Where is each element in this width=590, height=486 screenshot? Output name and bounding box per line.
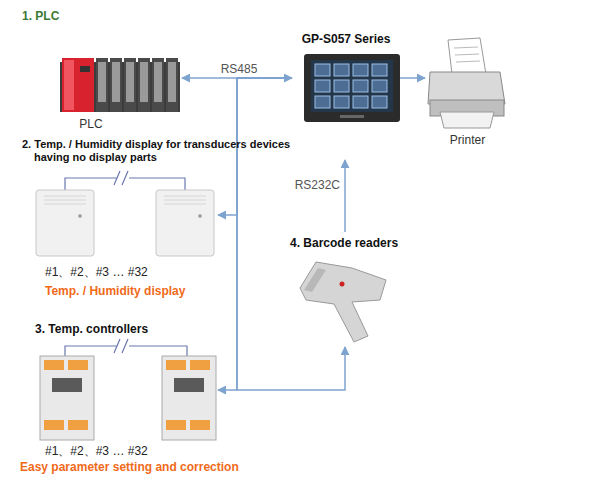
touch-panel-illustration	[353, 80, 368, 92]
barcode-scanner-illustration	[304, 268, 326, 292]
transducer-illustration	[164, 196, 206, 204]
node-text: Easy parameter setting and correction	[20, 460, 310, 474]
plc-illustration	[154, 62, 162, 102]
touch-panel-illustration	[334, 96, 349, 108]
touch-panel-illustration	[340, 115, 364, 118]
connector-arrow	[344, 160, 346, 232]
printer-illustration	[428, 72, 505, 104]
touch-panel-illustration	[304, 54, 400, 122]
node-text: Temp. / Humidity display	[45, 284, 265, 298]
device-node: GP-S057 Series	[292, 30, 400, 160]
touch-panel-illustration	[334, 80, 349, 92]
protocol-label: RS232C	[270, 178, 340, 192]
barcode-scanner-illustration	[300, 262, 386, 342]
plc-illustration	[124, 58, 136, 112]
plc-illustration	[60, 58, 180, 112]
touch-panel-illustration	[372, 96, 387, 108]
plc-illustration	[112, 62, 120, 102]
node-heading: GP-S057 Series	[286, 32, 406, 46]
printer-illustration	[440, 112, 494, 128]
touch-panel-illustration	[372, 80, 387, 92]
connector-arrow	[237, 78, 345, 390]
controller-illustration	[68, 360, 88, 370]
connector-arrow	[400, 77, 425, 79]
plc-illustration	[138, 58, 150, 112]
plc-illustration	[140, 62, 148, 102]
touch-panel-illustration	[311, 60, 393, 112]
printer-illustration	[428, 38, 505, 128]
controller-illustration	[166, 420, 186, 430]
transducer-illustration	[156, 190, 214, 256]
plc-illustration	[98, 62, 106, 102]
touch-panel-illustration	[334, 64, 349, 76]
transducer-illustration	[78, 214, 82, 218]
controller-illustration	[162, 356, 216, 440]
controller-illustration	[44, 360, 64, 370]
transducer-illustration	[65, 178, 185, 190]
controller-illustration	[174, 378, 204, 392]
touch-panel-illustration	[304, 54, 400, 122]
touch-panel-illustration	[353, 96, 368, 108]
controller-illustration	[52, 378, 82, 392]
connector-arrow	[218, 78, 292, 390]
node-heading: Printer	[425, 133, 510, 147]
transducer-illustration	[44, 196, 86, 204]
node-text: PLC	[61, 117, 121, 131]
controller-illustration	[44, 420, 64, 430]
plc-illustration	[96, 58, 108, 112]
controller-illustration	[190, 420, 210, 430]
node-text: #1、#2、#3 … #32	[45, 444, 235, 458]
plc-illustration	[168, 62, 176, 102]
controller-illustration	[40, 339, 216, 440]
controller-illustration	[68, 420, 88, 430]
plc-illustration	[110, 58, 122, 112]
controller-illustration	[114, 339, 128, 353]
plc-illustration	[166, 58, 178, 112]
touch-panel-illustration	[315, 80, 330, 92]
printer-illustration	[454, 47, 480, 62]
transducer-illustration	[36, 190, 94, 256]
plc-illustration	[152, 58, 164, 112]
plc-illustration	[64, 60, 74, 110]
node-heading: 2. Temp. / Humidity display for transduc…	[22, 138, 292, 164]
printer-illustration	[448, 38, 486, 74]
protocol-label: RS485	[216, 62, 262, 76]
device-node: 2. Temp. / Humidity display for transduc…	[18, 135, 218, 300]
device-node: 4. Barcode readers	[285, 232, 410, 347]
device-node: 3. Temp. controllers#1、#2、#3 … #32Easy p…	[18, 318, 218, 478]
controller-illustration	[166, 360, 186, 370]
node-heading: 3. Temp. controllers	[35, 322, 235, 336]
barcode-scanner-illustration	[300, 262, 386, 342]
transducer-illustration	[36, 171, 214, 256]
barcode-scanner-illustration	[340, 282, 345, 287]
controller-illustration	[40, 356, 94, 440]
node-heading: 1. PLC	[22, 9, 142, 23]
plc-illustration	[80, 66, 90, 72]
touch-panel-illustration	[315, 64, 330, 76]
transducer-illustration	[114, 171, 128, 185]
device-node: 1. PLC PLC	[18, 5, 182, 133]
touch-panel-illustration	[353, 64, 368, 76]
controller-illustration	[65, 346, 187, 356]
node-text: #1、#2、#3 … #32	[45, 265, 235, 279]
touch-panel-illustration	[372, 64, 387, 76]
transducer-illustration	[198, 214, 202, 218]
plc-illustration	[126, 62, 134, 102]
touch-panel-illustration	[315, 96, 330, 108]
plc-illustration	[62, 58, 94, 112]
device-node: Printer	[425, 35, 510, 147]
node-heading: 4. Barcode readers	[290, 236, 420, 250]
controller-illustration	[190, 360, 210, 370]
